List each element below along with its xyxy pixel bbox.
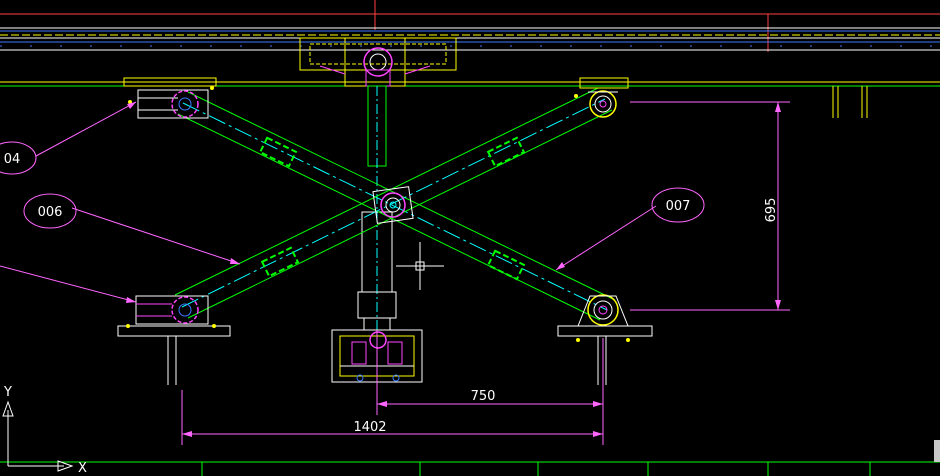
dimension-span: 1402 [181, 390, 603, 445]
balloon-007[interactable]: 007 [555, 187, 705, 271]
bottom-frame [0, 461, 940, 476]
dimension-height-value: 695 [764, 198, 779, 223]
vertical-scrollbar-thumb[interactable] [934, 440, 940, 462]
crosshair-cursor-icon [396, 242, 444, 290]
center-pivot [372, 186, 414, 224]
ucs-y-label: Y [3, 385, 12, 400]
balloon-006[interactable]: 006 [23, 193, 241, 265]
left-upper-pivot [123, 77, 217, 119]
ucs-icon: Y X [2, 385, 87, 476]
top-bearing-block [299, 37, 457, 87]
ucs-x-label: X [78, 461, 87, 476]
left-lower-pivot [117, 295, 231, 385]
balloon-006-label: 006 [38, 205, 63, 220]
scissor-arm-b [174, 87, 613, 319]
dimension-offset: 750 [376, 330, 604, 445]
right-lower-pivot [557, 294, 653, 385]
right-upper-pivot [574, 77, 629, 118]
top-rail-assembly [0, 0, 940, 118]
center-column [357, 85, 397, 331]
balloon-004[interactable]: 04 [0, 101, 137, 175]
dimension-height: 695 [630, 101, 790, 311]
dimension-span-value: 1402 [353, 420, 386, 435]
balloon-007-label: 007 [666, 199, 691, 214]
leader-offscreen [0, 265, 137, 303]
dimension-offset-value: 750 [471, 389, 496, 404]
balloon-004-label: 04 [4, 152, 21, 167]
